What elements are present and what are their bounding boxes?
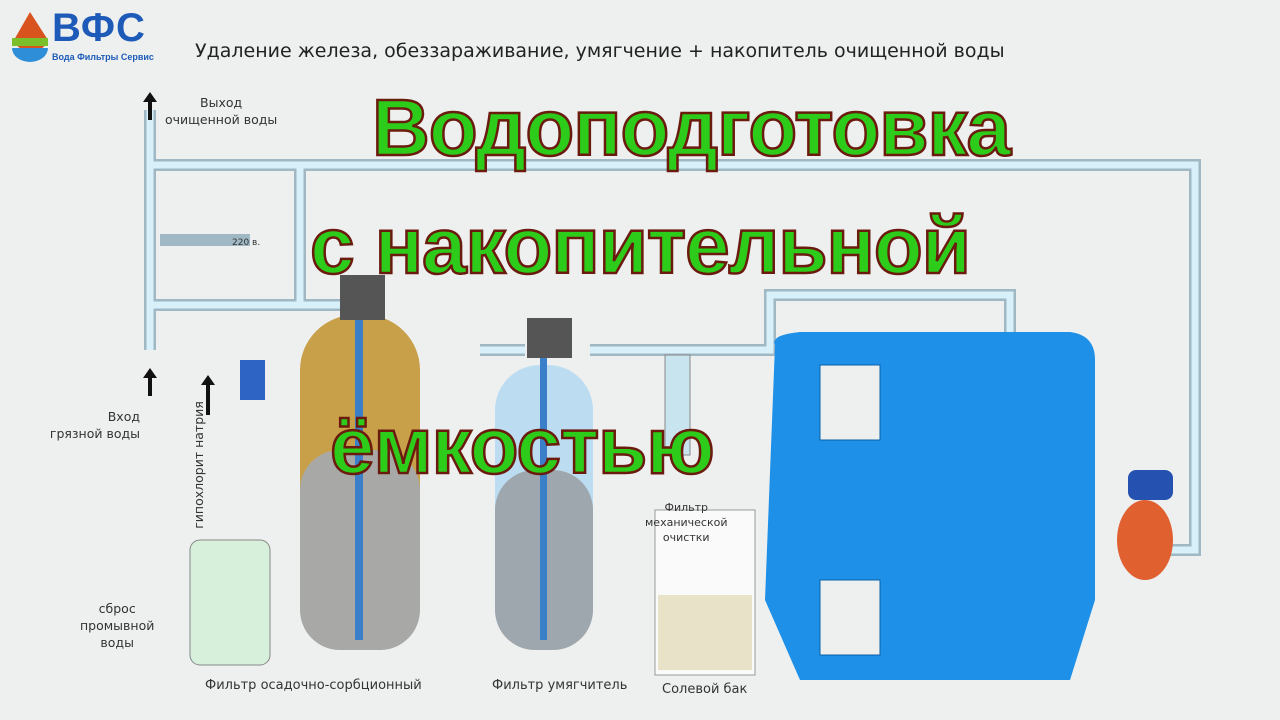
overlay-title-line1: Водоподготовка xyxy=(371,82,1013,174)
filter2-caption: Фильтр умягчитель xyxy=(492,678,628,693)
controller-1 xyxy=(340,275,385,320)
hypochlorite-label: гипохлорит натрия xyxy=(191,401,206,529)
salt-tank-caption: Солевой бак xyxy=(662,682,748,697)
filter1-caption: Фильтр осадочно-сорбционный xyxy=(205,678,422,693)
pump xyxy=(1128,470,1173,500)
overlay-title-line3: ёмкостью xyxy=(329,400,716,492)
drop-logo-icon xyxy=(12,12,48,62)
arrow-icons xyxy=(143,92,215,415)
logo-title: ВФС xyxy=(52,6,146,50)
logo-tagline: Вода Фильтры Сервис xyxy=(52,52,154,62)
pump-accumulator xyxy=(1117,500,1173,580)
mechanical-filter xyxy=(664,354,691,456)
dosing-pump xyxy=(240,360,265,400)
storage-tank xyxy=(765,332,1095,680)
voltage-label: 220 в. xyxy=(232,238,261,248)
controller-2 xyxy=(527,318,572,358)
overlay-title-line2: с накопительной xyxy=(309,200,972,292)
page-title: Удаление железа, обеззараживание, умягче… xyxy=(195,40,1005,62)
hypochlorite-tank xyxy=(189,539,271,666)
